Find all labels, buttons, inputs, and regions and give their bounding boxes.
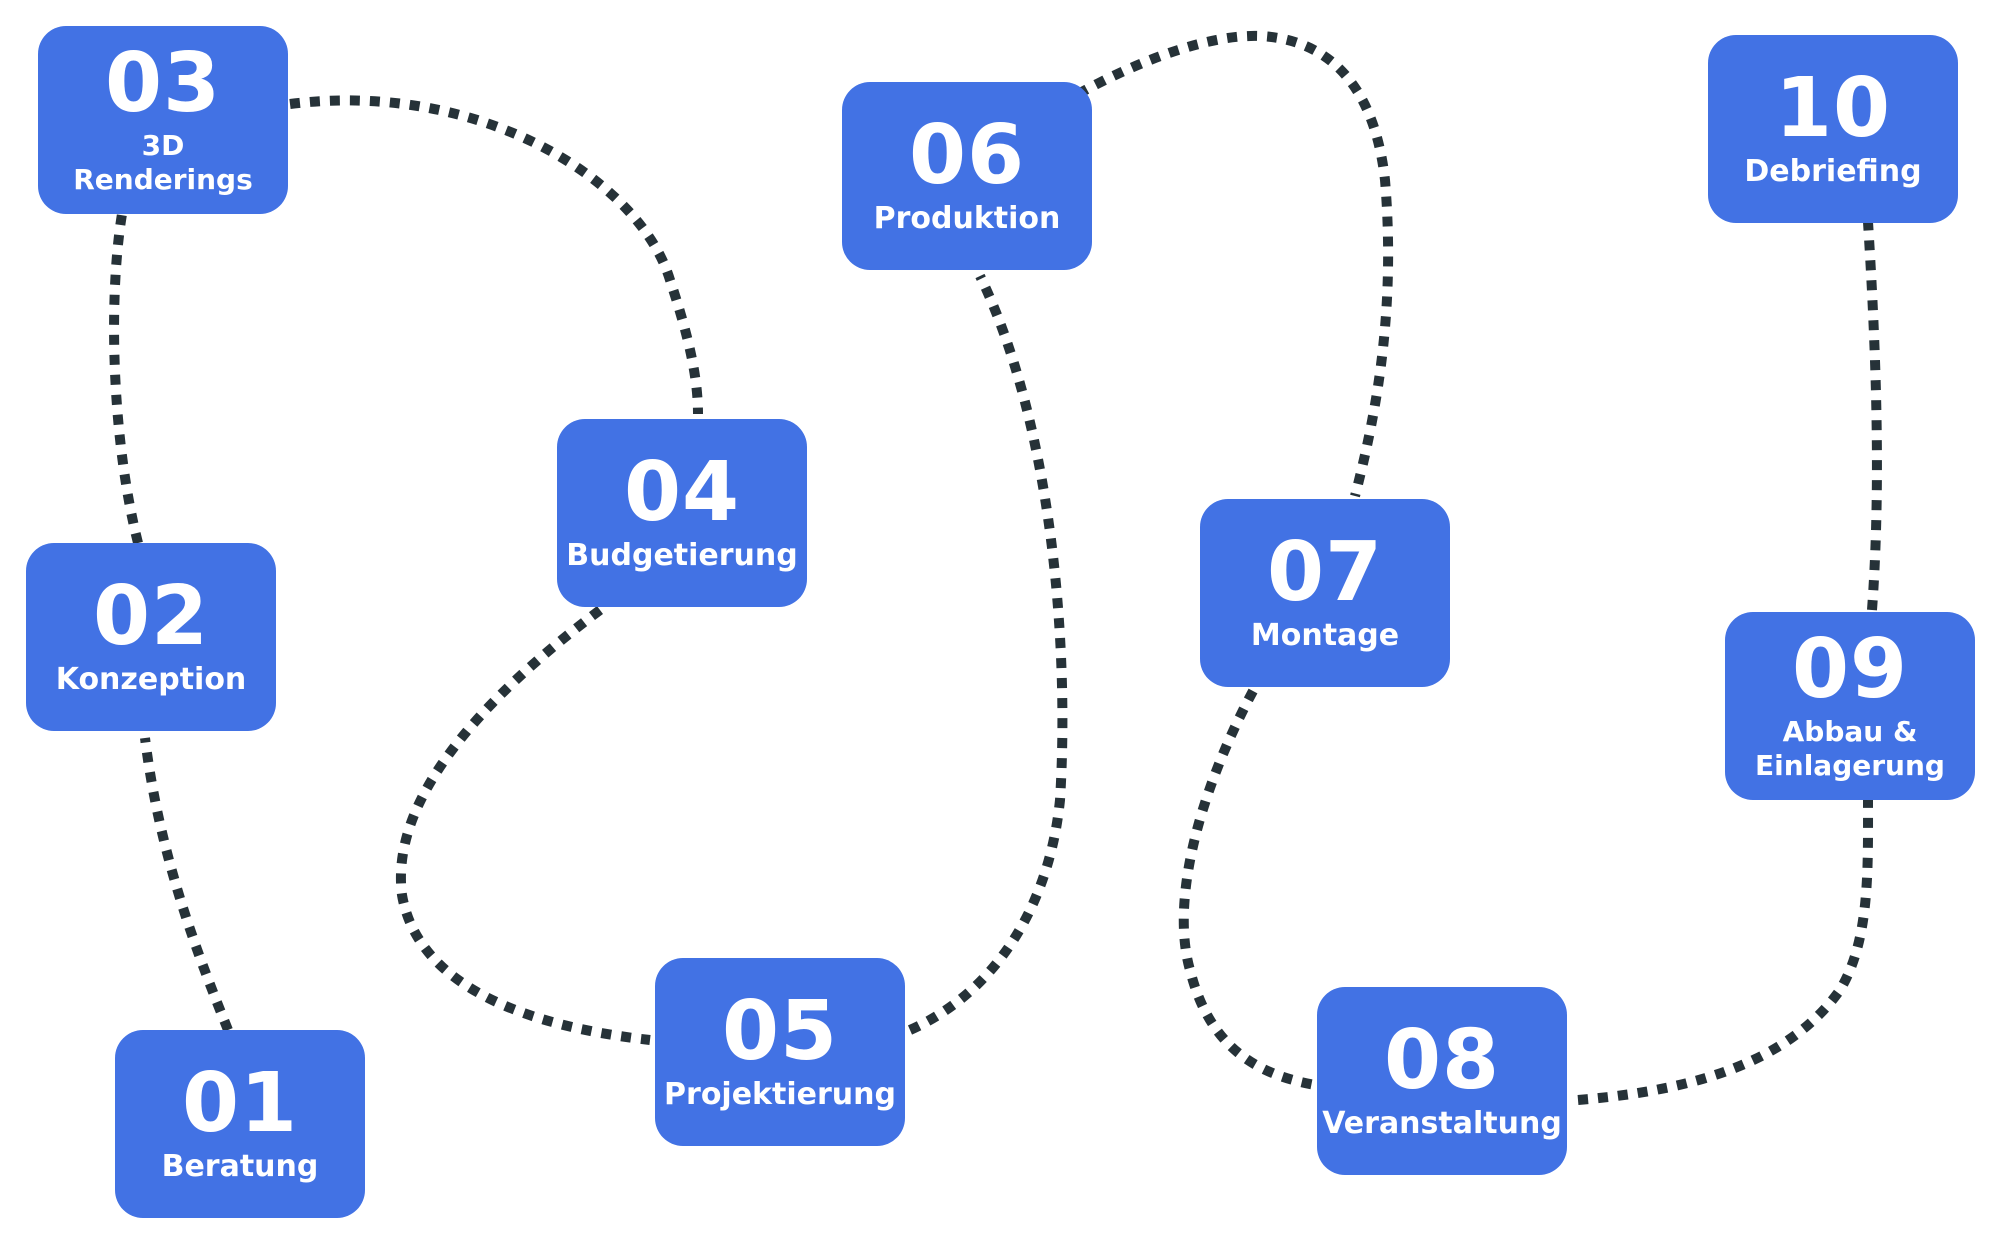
step-number: 09 bbox=[1791, 622, 1909, 718]
step-number: 05 bbox=[721, 984, 839, 1079]
step-label: Budgetierung bbox=[566, 538, 798, 573]
connector-07-08 bbox=[1178, 688, 1316, 1090]
step-label: Debriefing bbox=[1744, 154, 1922, 189]
step-label: Abbau & Einlagerung bbox=[1755, 715, 1945, 782]
step-06-box: 06 Produktion bbox=[842, 82, 1092, 270]
connector-06-07 bbox=[1075, 30, 1394, 498]
step-09-box: 09 Abbau & Einlagerung bbox=[1725, 612, 1975, 800]
connector-01-02 bbox=[140, 737, 233, 1032]
step-03-box: 03 3D Renderings bbox=[38, 26, 288, 214]
step-04-box: 04 Budgetierung bbox=[557, 419, 807, 607]
step-label: Montage bbox=[1250, 618, 1400, 653]
step-number: 08 bbox=[1383, 1013, 1501, 1108]
step-07-box: 07 Montage bbox=[1200, 499, 1450, 687]
step-label: Konzeption bbox=[55, 662, 247, 697]
connector-08-09 bbox=[1577, 799, 1874, 1105]
step-number: 01 bbox=[181, 1056, 299, 1151]
step-label: Produktion bbox=[873, 201, 1061, 236]
step-10-box: 10 Debriefing bbox=[1708, 35, 1958, 223]
step-number: 02 bbox=[92, 569, 210, 664]
connector-04-05 bbox=[395, 606, 651, 1045]
connector-05-06 bbox=[907, 273, 1068, 1035]
step-08-box: 08 Veranstaltung bbox=[1317, 987, 1567, 1175]
step-number: 10 bbox=[1774, 61, 1892, 156]
step-01-box: 01 Beratung bbox=[115, 1030, 365, 1218]
step-number: 03 bbox=[104, 36, 222, 132]
connector-02-03 bbox=[109, 213, 143, 545]
step-label: Beratung bbox=[161, 1149, 319, 1184]
step-label: 3D Renderings bbox=[73, 129, 253, 196]
step-number: 06 bbox=[908, 108, 1026, 203]
connector-09-10 bbox=[1863, 221, 1882, 611]
step-number: 07 bbox=[1266, 525, 1384, 620]
step-label: Veranstaltung bbox=[1322, 1106, 1562, 1141]
step-number: 04 bbox=[623, 445, 741, 540]
connector-03-04 bbox=[289, 95, 703, 415]
step-02-box: 02 Konzeption bbox=[26, 543, 276, 731]
step-label: Projektierung bbox=[664, 1077, 896, 1112]
step-05-box: 05 Projektierung bbox=[655, 958, 905, 1146]
